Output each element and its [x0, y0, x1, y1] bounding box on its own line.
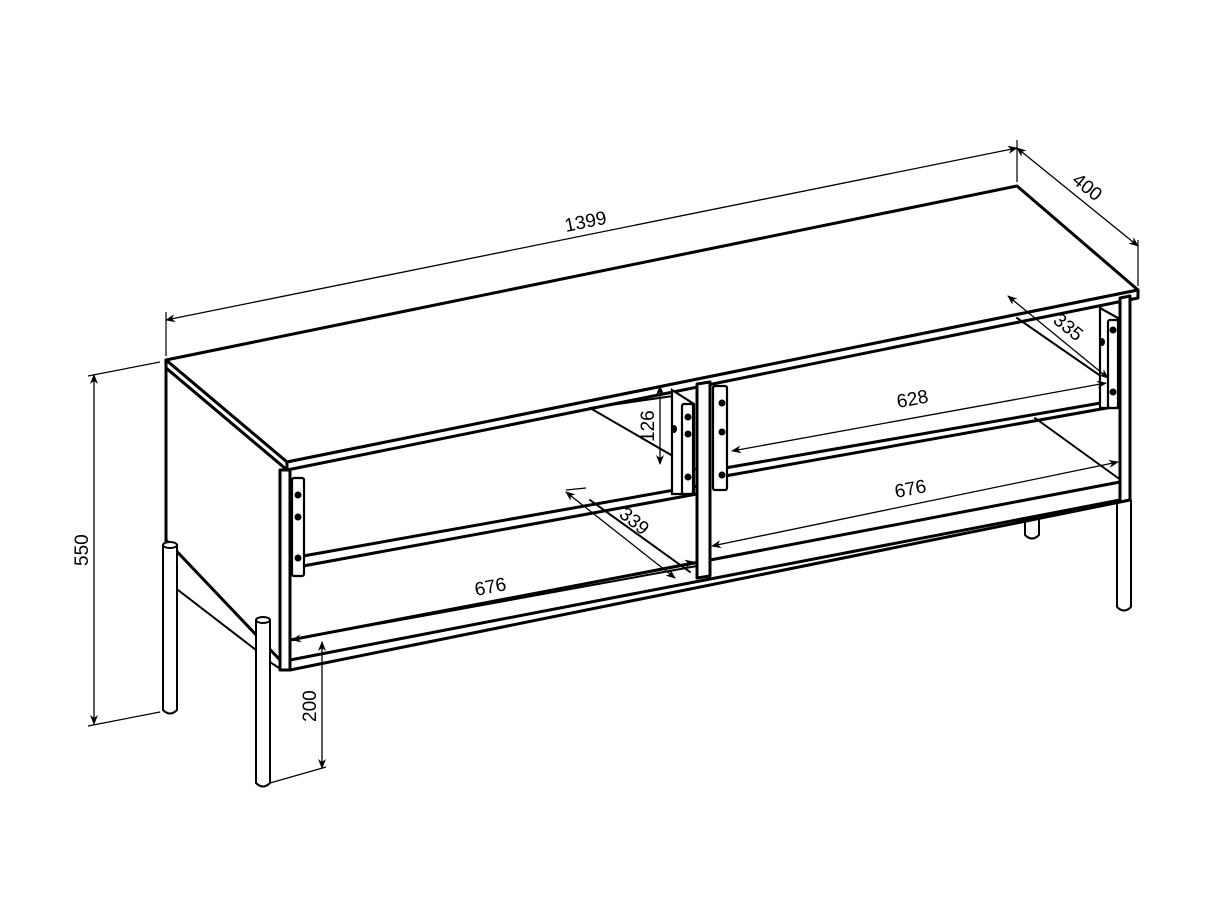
back-middle-foot: [1024, 519, 1040, 540]
dimension-shelf-width-left: 676: [291, 559, 695, 643]
hinge-left-back: [670, 387, 696, 496]
dimension-drawer-front-height: 126: [638, 385, 664, 465]
back-right-leg: [1116, 499, 1132, 612]
dimension-label-shelf-width-right: 676: [893, 476, 928, 503]
hinge-left-front: [290, 476, 306, 578]
dimension-leg-height: 200: [269, 641, 327, 784]
front-right-leg: [255, 616, 283, 788]
dimension-label-drawer-front-height: 126: [638, 410, 659, 442]
hinge-right-front: [711, 384, 729, 492]
front-left-leg: [162, 541, 257, 715]
hinge-right-back: [1098, 306, 1120, 410]
dimension-label-drawer-width-right: 628: [895, 386, 930, 412]
dimension-label-overall-height: 550: [72, 534, 93, 566]
dimension-drawer-width-right: 628: [731, 380, 1107, 454]
dimension-overall-height: 550: [72, 361, 161, 727]
dimension-label-overall-depth: 400: [1068, 170, 1106, 206]
dimension-shelf-width-right: 676: [711, 459, 1119, 549]
dimension-label-shelf-width-left: 676: [473, 574, 508, 601]
dimension-label-leg-height: 200: [300, 690, 321, 722]
